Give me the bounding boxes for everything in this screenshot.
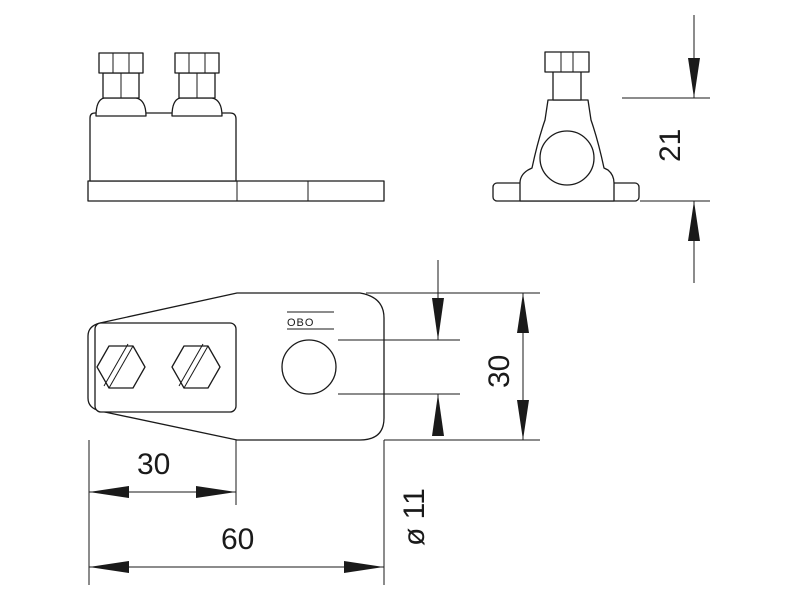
front-bolt-head: [544, 51, 590, 73]
dimension-width-top: 30: [88, 440, 237, 585]
front-bore: [539, 130, 595, 186]
obo-logo: OBO: [287, 317, 314, 329]
front-bolt-shank: [552, 70, 582, 101]
dimension-height-side: 21: [622, 15, 710, 283]
top-bolt-1: [96, 343, 146, 389]
side-view: [87, 52, 385, 202]
side-bolt-1: [95, 52, 147, 117]
dim-label-30-vertical: 30: [483, 355, 516, 388]
top-bolt-2: [171, 343, 221, 389]
front-view: [492, 51, 640, 202]
dim-label-21: 21: [654, 129, 687, 162]
top-clamp-block: [94, 322, 237, 413]
dimension-hole-vertical: [338, 260, 460, 436]
dim-label-30-horizontal: 30: [137, 448, 170, 481]
top-hole: [281, 339, 337, 395]
dimension-total-length: 60: [89, 440, 385, 585]
dim-label-diameter-11: ø 11: [398, 488, 431, 546]
dimension-slot-width: 30: [366, 292, 540, 441]
side-bolt-2: [171, 52, 223, 117]
top-view: OBO: [87, 292, 385, 441]
side-clamp-body: [89, 112, 237, 182]
dim-label-60: 60: [221, 523, 254, 556]
side-base-plate: [87, 180, 385, 202]
